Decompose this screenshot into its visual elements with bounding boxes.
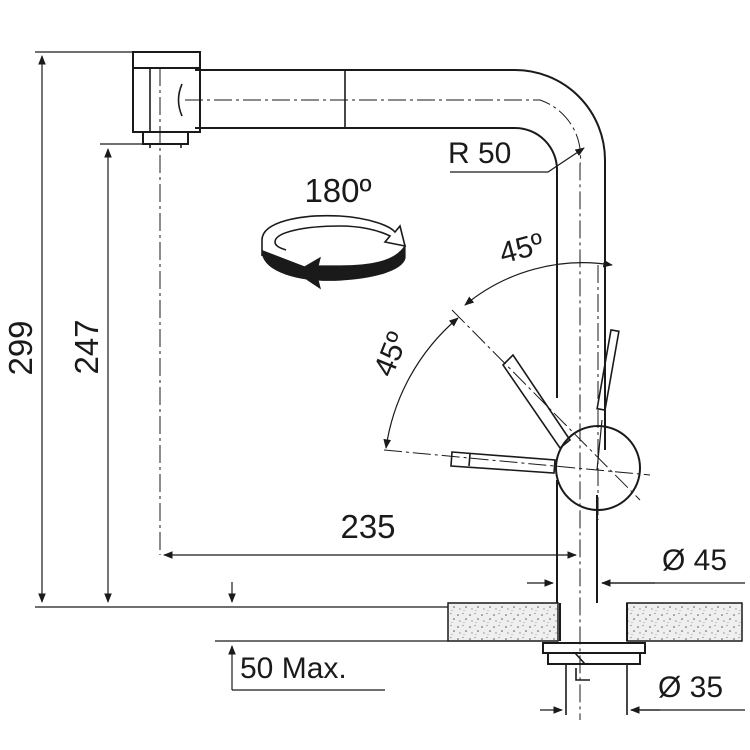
reach-label: 235 <box>340 508 395 545</box>
dimension-labels: 299 247 235 R 50 180º 45º 45º Ø 45 Ø 35 … <box>2 137 727 704</box>
countertop <box>447 602 743 642</box>
max-thickness-label: 50 Max. <box>240 652 347 685</box>
bend-radius-label: R 50 <box>448 137 511 170</box>
dimension-lines <box>35 51 745 714</box>
faucet-body <box>132 51 646 715</box>
swivel-rotation-icon <box>261 214 407 290</box>
total-height-label: 299 <box>2 320 39 375</box>
lever-positions <box>450 328 620 474</box>
lever-angle-lower-label: 45º <box>368 328 415 382</box>
swivel-angle-label: 180º <box>304 172 371 209</box>
thread-diameter-label: Ø 35 <box>658 671 723 704</box>
base-diameter-label: Ø 45 <box>662 544 727 577</box>
lever-angle-upper-label: 45º <box>496 227 547 270</box>
center-lines <box>159 68 651 720</box>
spout-height-label: 247 <box>68 319 105 374</box>
